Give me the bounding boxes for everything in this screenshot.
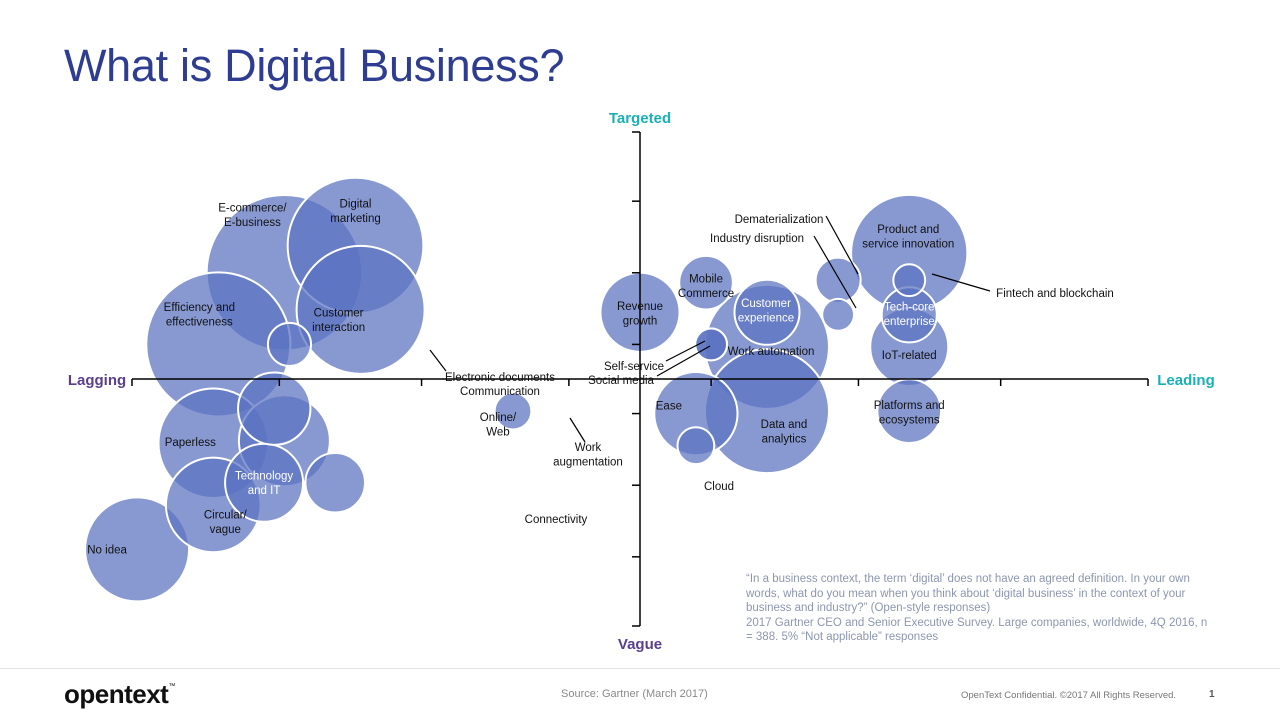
bubble-dematerialization	[814, 256, 862, 304]
bubble-work-augmentation	[493, 391, 533, 431]
label-work-automation: Work automation	[728, 346, 815, 358]
survey-question: “In a business context, the term ‘digita…	[746, 573, 1190, 614]
survey-source: 2017 Gartner CEO and Senior Executive Su…	[746, 616, 1208, 644]
callout-dematerialization	[825, 215, 859, 275]
bubble-layer	[84, 176, 969, 603]
y-axis-min-label: Vague	[618, 636, 662, 653]
label-ease: Ease	[656, 401, 682, 413]
bubble-customer-experience	[733, 278, 801, 346]
page-title: What is Digital Business?	[64, 40, 565, 91]
opentext-logo: opentext™	[64, 679, 175, 710]
bubble-no-idea	[84, 496, 191, 603]
callout-electronic-documents	[429, 349, 447, 372]
label-industry-disruption: Industry disruption	[710, 233, 804, 245]
axes	[131, 131, 1149, 627]
bubble-connectivity	[304, 451, 366, 514]
label-dematerialization: Dematerialization	[735, 214, 824, 226]
footer-divider	[0, 668, 1280, 669]
x-axis-max-label: Leading	[1157, 372, 1215, 389]
callout-social-media	[656, 345, 711, 377]
label-self-service: Self-service	[604, 361, 664, 373]
logo-text: opentext	[64, 679, 169, 709]
callout-self-service	[665, 340, 706, 362]
label-online-web: Online/Web	[480, 412, 517, 439]
callout-work-augmentation	[569, 417, 586, 443]
bubble-communication	[237, 371, 312, 446]
label-cloud: Cloud	[704, 481, 734, 493]
label-e-commerce-e-business: E-commerce/E-business	[218, 203, 287, 230]
bubble-customer-interaction	[295, 244, 426, 375]
bubble-electronic-documents	[266, 321, 313, 367]
source-note: Source: Gartner (March 2017)	[561, 688, 708, 700]
label-no-idea: No idea	[87, 544, 127, 556]
label-social-media: Social media	[588, 375, 654, 387]
trademark-mark: ™	[168, 683, 175, 690]
y-axis-max-label: Targeted	[609, 110, 671, 127]
confidential-note: OpenText Confidential. ©2017 All Rights …	[961, 690, 1177, 701]
page-number: 1	[1209, 689, 1215, 700]
bubble-industry-disruption	[821, 297, 856, 332]
bubble-cloud	[676, 426, 716, 466]
bubble-social-media	[694, 327, 729, 362]
label-iot-related: IoT-related	[882, 350, 937, 362]
survey-note: “In a business context, the term ‘digita…	[746, 572, 1216, 645]
x-axis-min-label: Lagging	[68, 372, 126, 389]
bubble-mobile-commerce	[678, 254, 734, 311]
callout-lines	[429, 215, 991, 443]
label-fintech-and-blockchain: Fintech and blockchain	[996, 288, 1114, 300]
label-connectivity: Connectivity	[525, 514, 588, 526]
label-paperless: Paperless	[165, 437, 216, 449]
bubble-fintech-and-blockchain	[892, 263, 927, 298]
callout-fintech-and-blockchain	[931, 273, 991, 292]
label-communication: Communication	[460, 386, 540, 398]
label-electronic-documents: Electronic documents	[445, 372, 555, 384]
callout-industry-disruption	[813, 235, 857, 309]
label-circular-vague: Circular/vague	[204, 510, 248, 537]
